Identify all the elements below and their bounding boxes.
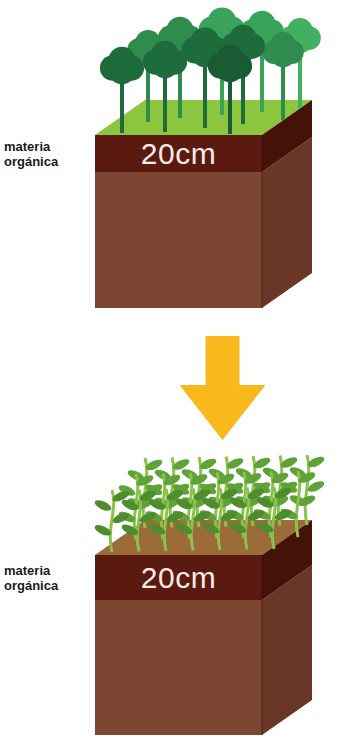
plant-leaf [165,509,185,524]
plant-leaf [111,510,131,525]
flow-arrow [180,336,266,440]
plant-leaf [138,510,158,525]
plant-leaf [246,508,266,523]
plant-leaf [174,521,194,536]
depth-value: 20cm [141,561,216,595]
soil-block [95,520,312,735]
plant-leaf [255,495,275,510]
organic-layer-band: materia orgánica20cm [95,555,262,735]
tree-canopy [216,55,243,82]
organic-layer-side [262,100,312,172]
plant-leaf [201,496,221,511]
plant-leaf [201,521,221,536]
soil-layer [95,172,262,308]
plant-leaf [93,523,113,538]
plant-leaf [93,498,113,513]
tree-canopy [270,42,296,68]
edge-line [262,555,263,735]
tree-canopy [108,57,135,84]
plant-leaf [306,479,326,494]
tree-canopy [151,51,178,78]
soil-layer [95,600,262,735]
organic-layer [95,135,262,172]
plant-leaf [120,522,140,537]
organic-layer [95,555,262,600]
plant-leaf [273,507,293,522]
layer-label: materia orgánica [4,563,89,593]
edge-line [262,135,263,308]
crop-plants [93,455,326,552]
plant-leaf [120,498,140,513]
plant-leaf [219,508,239,523]
trees [100,8,321,135]
plant-leaf [147,497,167,512]
plant-leaf [297,470,317,485]
plant-leaf [192,509,212,524]
soil-block [95,100,312,308]
plant-leaf [228,496,248,511]
plant-leaf [306,455,326,470]
plant-leaf [255,520,275,535]
plant-leaf [297,493,317,508]
layer-label: materia orgánica [4,139,89,169]
organic-layer-band: materia orgánica20cm [95,135,262,308]
depth-value: 20cm [141,137,216,171]
plant-leaf [228,520,248,535]
plant-leaf [174,497,194,512]
plant-leaf [273,486,293,501]
plant-leaf [147,522,167,537]
